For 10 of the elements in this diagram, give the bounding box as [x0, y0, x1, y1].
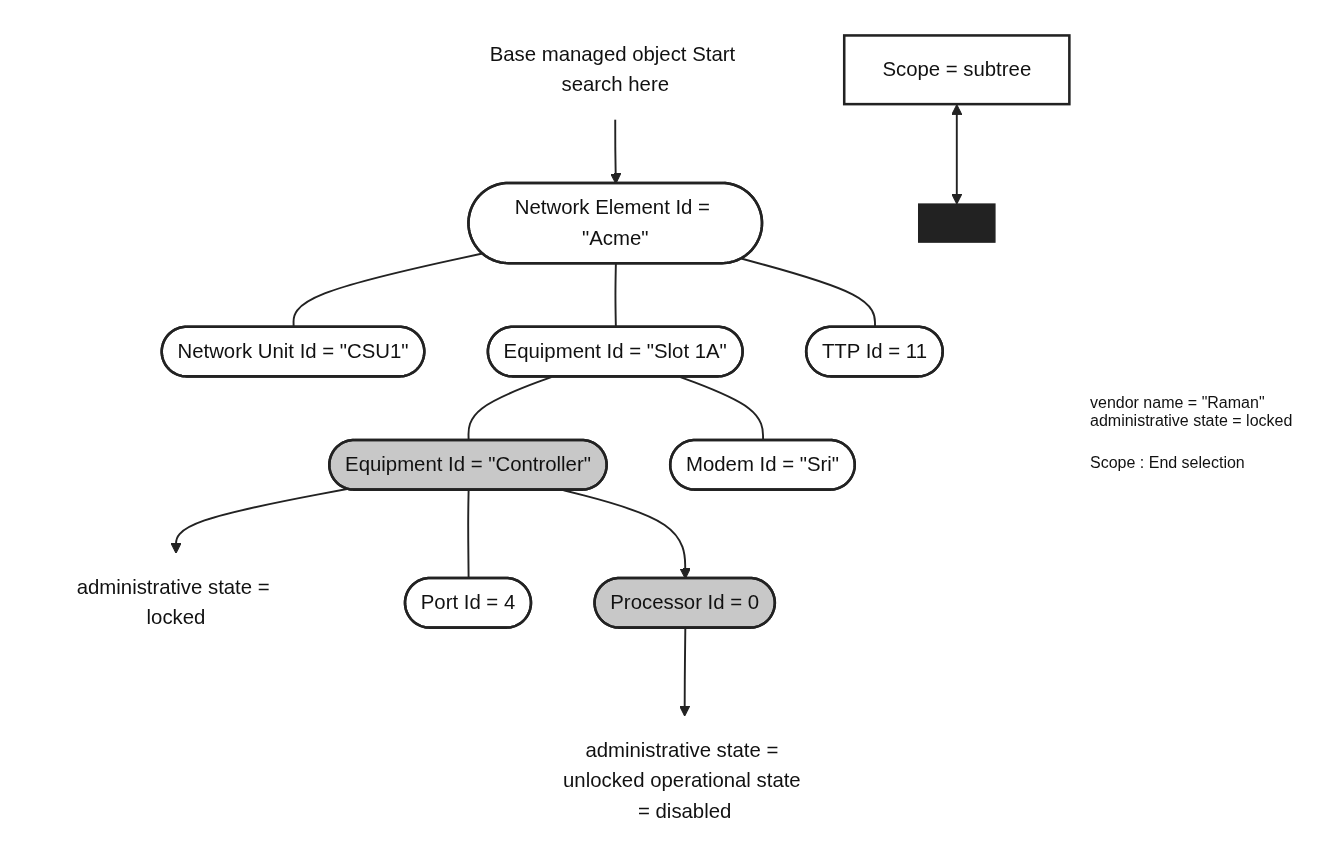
arrow	[951, 104, 963, 205]
node-text: administrative state = locked	[76, 576, 270, 629]
node-bar	[918, 203, 996, 243]
arrow	[170, 488, 348, 554]
note-text: Scope : End selection	[1090, 454, 1245, 472]
arrow	[679, 627, 691, 717]
node-box: Scope = subtree	[842, 34, 1071, 106]
note-text: vendor name = "Raman" administrative state = locked	[1090, 394, 1294, 430]
node-text: Base managed object Start search here	[489, 43, 736, 96]
node-text: administrative state = unlocked operational state = disabled	[563, 738, 801, 822]
